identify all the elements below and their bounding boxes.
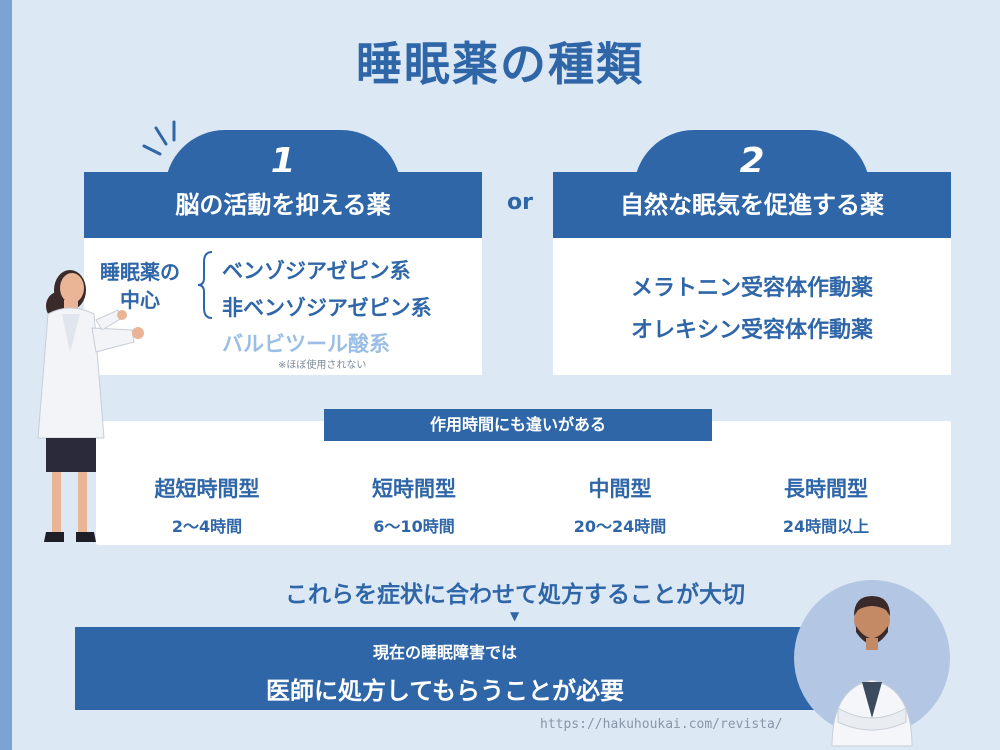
- summary-text: これらを症状に合わせて処方することが大切: [285, 582, 745, 608]
- duration-hours: 2〜4時間: [171, 517, 243, 536]
- emphasis-lines-icon: [142, 120, 176, 156]
- duration-type: 長時間型: [784, 477, 868, 501]
- main-label-line1: 睡眠薬の: [100, 260, 180, 284]
- or-connector: or: [507, 190, 533, 215]
- duration-type: 短時間型: [372, 477, 456, 501]
- conclusion-small: 現在の睡眠障害では: [372, 643, 517, 662]
- brace-icon: [197, 251, 213, 319]
- drug-orexin-agonist: オレキシン受容体作動薬: [630, 318, 873, 343]
- duration-type: 超短時間型: [154, 477, 260, 501]
- duration-card: [96, 421, 951, 545]
- duration-type: 中間型: [588, 477, 652, 501]
- conclusion-large: 医師に処方してもらうことが必要: [265, 677, 625, 705]
- main-label-line2: 中心: [120, 288, 160, 312]
- male-doctor-illustration: [794, 580, 950, 747]
- source-url: https://hakuhoukai.com/revista/: [540, 717, 783, 732]
- duration-tag: 作用時間にも違いがある: [324, 409, 712, 441]
- duration-hours: 24時間以上: [782, 517, 870, 536]
- drug-benzodiazepine: ベンゾジアゼピン系: [222, 259, 411, 283]
- drug-barbiturate: バルビツール酸系: [222, 332, 390, 356]
- drug-melatonin-agonist: メラトニン受容体作動薬: [630, 276, 873, 301]
- duration-ultra-short: 超短時間型 2〜4時間: [97, 473, 317, 537]
- duration-hours: 20〜24時間: [573, 517, 667, 536]
- card1-heading: 脳の活動を抑える薬: [84, 172, 482, 238]
- barbiturate-note: ※ほぼ使用されない: [278, 360, 367, 371]
- left-accent-bar: [0, 0, 12, 750]
- conclusion-box: 現在の睡眠障害では 医師に処方してもらうことが必要: [75, 627, 815, 710]
- duration-long: 長時間型 24時間以上: [716, 473, 936, 537]
- duration-intermediate: 中間型 20〜24時間: [510, 473, 730, 537]
- drug-non-benzodiazepine: 非ベンゾジアゼピン系: [222, 296, 432, 320]
- main-label: 睡眠薬の 中心: [88, 258, 192, 314]
- arrow-down-icon: ▼: [510, 609, 520, 623]
- card2-heading: 自然な眠気を促進する薬: [553, 172, 951, 238]
- page-title: 睡眠薬の種類: [356, 37, 644, 91]
- female-doctor-illustration: [37, 270, 144, 542]
- duration-short: 短時間型 6〜10時間: [304, 473, 524, 537]
- duration-hours: 6〜10時間: [373, 517, 455, 536]
